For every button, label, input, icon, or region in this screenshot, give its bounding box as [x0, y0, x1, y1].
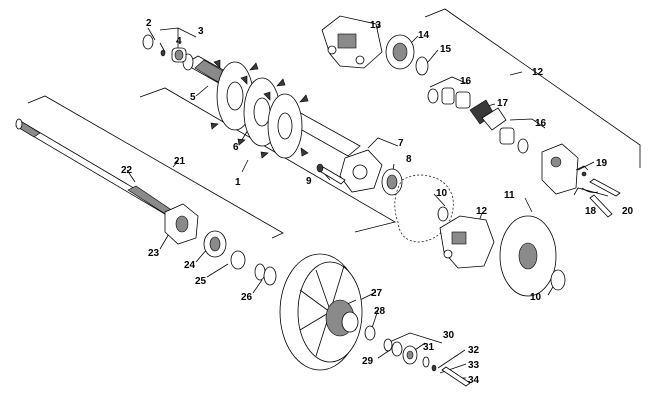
callout-label: 28: [374, 306, 386, 317]
callout-label: 23: [148, 248, 160, 259]
callout-label: 18: [585, 206, 597, 217]
callout-label: 3: [198, 26, 204, 37]
ring-25: [230, 250, 246, 270]
drive-sprocket-assembly: [210, 59, 309, 159]
bearing-3-4: [160, 47, 187, 63]
callout-label: 16: [460, 76, 472, 87]
callout-label: 12: [532, 67, 544, 78]
callout-label: 7: [398, 138, 404, 149]
callout-labels: 1 2 3 4 5 6 7 8 9 10 10 11 12 12 13 14 1…: [121, 18, 634, 386]
callout-label: 15: [440, 44, 452, 55]
callout-label: 6: [233, 142, 239, 153]
callout-label: 22: [121, 165, 133, 176]
ring-10b: [550, 269, 566, 291]
spacers-26: [254, 263, 277, 286]
callout-label: 10: [530, 292, 542, 303]
callout-label: 5: [190, 92, 196, 103]
brake-pad-17: [469, 99, 507, 131]
callout-label: 34: [468, 375, 480, 386]
retaining-ring-2: [142, 34, 154, 50]
gasket-outline: [394, 174, 454, 243]
callout-label: 13: [370, 20, 382, 31]
callout-label: 12: [476, 206, 488, 217]
pin-18: [581, 187, 599, 193]
callout-label: 25: [195, 276, 207, 287]
callout-label: 31: [423, 342, 435, 353]
flange-plate-7: [339, 149, 383, 193]
lower-shaft: [15, 118, 177, 218]
callout-label: 4: [176, 36, 182, 47]
callout-label: 19: [596, 158, 608, 169]
clip-19: [575, 165, 589, 177]
callout-label: 11: [504, 190, 515, 201]
bolts-20: [589, 178, 621, 218]
callout-label: 8: [406, 154, 412, 165]
bearing-24: [203, 230, 227, 258]
callout-label: 17: [497, 98, 509, 109]
piston-16b: [499, 127, 529, 154]
callout-label: 2: [146, 18, 152, 29]
bearing-14: [385, 34, 415, 70]
callout-label: 9: [306, 176, 312, 187]
callout-label: 32: [468, 345, 480, 356]
lower-caliper-half: [541, 143, 579, 195]
callout-label: 27: [371, 288, 383, 299]
callout-label: 21: [174, 156, 186, 167]
bolt-9: [316, 163, 346, 185]
bearing-31: [402, 345, 418, 365]
sprocket-3: [260, 91, 309, 159]
callout-label: 20: [622, 206, 634, 217]
ring-10a: [437, 206, 449, 222]
callout-label: 14: [418, 30, 430, 41]
brake-disc-11: [499, 215, 557, 297]
bolt-set-32-34: [422, 356, 471, 387]
hub-flange-23: [164, 203, 199, 245]
callout-label: 33: [468, 360, 480, 371]
callout-label: 16: [535, 118, 547, 129]
callout-label: 1: [235, 177, 241, 188]
washers-29: [383, 338, 403, 357]
callout-label: 29: [362, 356, 374, 367]
lower-caliper-12: [439, 215, 495, 269]
ring-15: [415, 56, 429, 76]
callout-label: 26: [241, 292, 253, 303]
callout-label: 24: [184, 260, 196, 271]
callout-label: 30: [443, 330, 455, 341]
seal-8: [381, 168, 403, 196]
driven-sheave-27: [279, 253, 363, 371]
callout-label: 10: [436, 188, 448, 199]
ring-28: [364, 325, 376, 341]
upper-caliper-13: [321, 15, 383, 69]
piston-16a: [427, 87, 471, 109]
